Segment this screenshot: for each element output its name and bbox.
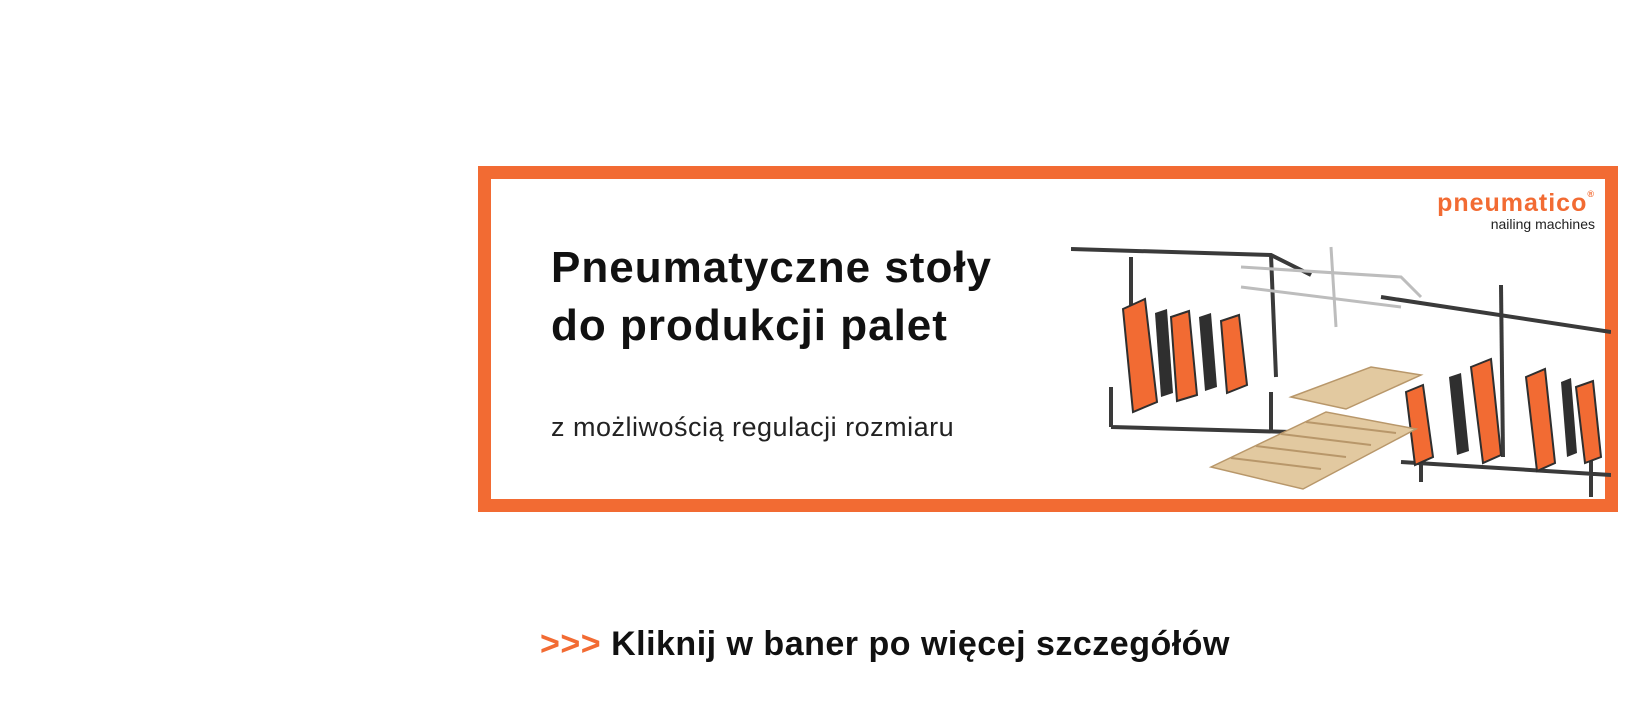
cta-link[interactable]: >>>Kliknij w baner po więcej szczegółów: [540, 625, 1230, 664]
cta-arrows: >>>: [540, 625, 602, 663]
cta-text: Kliknij w baner po więcej szczegółów: [611, 625, 1230, 663]
brand-logo: pneumatico® nailing machines: [1437, 189, 1595, 232]
headline-line-1: Pneumatyczne stoły: [551, 243, 993, 292]
logo-tagline: nailing machines: [1490, 216, 1595, 232]
pallet-nailing-table-illustration: [1071, 246, 1611, 497]
logo-wordmark: pneumatico®: [1437, 189, 1595, 218]
headline-line-2: do produkcji palet: [551, 301, 948, 350]
promo-banner[interactable]: Pneumatyczne stoły do produkcji palet z …: [478, 166, 1618, 512]
banner-subline: z możliwością regulacji rozmiaru: [551, 412, 955, 442]
banner-headline: Pneumatyczne stoły do produkcji palet: [551, 239, 1091, 355]
logo-word-text: pneumatico: [1437, 189, 1588, 217]
logo-registered-mark: ®: [1587, 189, 1595, 199]
